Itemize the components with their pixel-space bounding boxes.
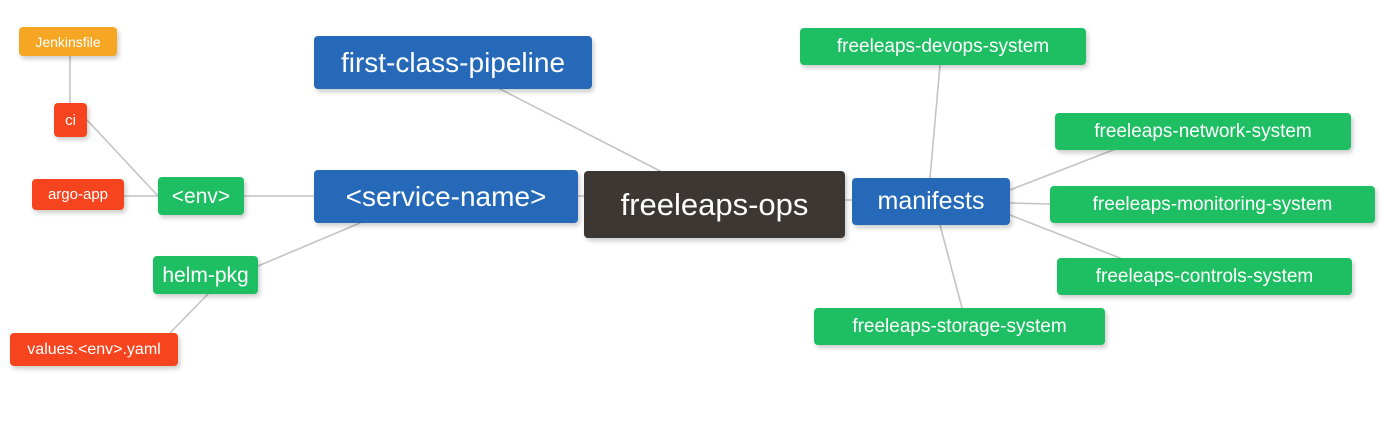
mindmap-node-label: freeleaps-devops-system [836,36,1050,57]
mindmap-node-freeleaps-ops[interactable]: freeleaps-ops [584,171,845,238]
mindmap-node-argo-app[interactable]: argo-app [32,179,124,210]
mindmap-node-label: helm-pkg [162,263,249,287]
mindmap-node-label: freeleaps-monitoring-system [1092,194,1333,215]
mindmap-node-freeleaps-controls-system[interactable]: freeleaps-controls-system [1057,258,1352,295]
mindmap-node-label: freeleaps-storage-system [852,316,1067,337]
mindmap-node-label: Jenkinsfile [35,33,101,50]
mindmap-node-label: <service-name> [345,180,547,212]
mindmap-node-label: first-class-pipeline [340,46,566,78]
mindmap-node-freeleaps-network-system[interactable]: freeleaps-network-system [1055,113,1351,150]
mindmap-node-label: argo-app [47,186,109,203]
mindmap-node-freeleaps-devops-system[interactable]: freeleaps-devops-system [800,28,1086,65]
mindmap-node-first-class-pipeline[interactable]: first-class-pipeline [314,36,592,89]
mindmap-node-label: ci [65,111,76,129]
mindmap-node-helm-pkg[interactable]: helm-pkg [153,256,258,294]
mindmap-node-ci[interactable]: ci [54,103,87,137]
mindmap-node-jenkinsfile[interactable]: Jenkinsfile [19,27,117,56]
mindmap-node-label: freeleaps-ops [620,187,809,222]
mindmap-node-freeleaps-monitoring-system[interactable]: freeleaps-monitoring-system [1050,186,1375,223]
mindmap-node-label: manifests [877,187,985,215]
mindmap-node-label: freeleaps-network-system [1094,121,1312,142]
mindmap-node-label: freeleaps-controls-system [1095,266,1314,287]
mindmap-node-service-name[interactable]: <service-name> [314,170,578,223]
mindmap-node-label: <env> [171,184,231,208]
mindmap-node-label: values.<env>.yaml [27,340,161,358]
mindmap-node-values-env-yaml[interactable]: values.<env>.yaml [10,333,178,366]
mindmap-node-manifests[interactable]: manifests [852,178,1010,225]
mindmap-node-env[interactable]: <env> [158,177,244,215]
mindmap-node-freeleaps-storage-system[interactable]: freeleaps-storage-system [814,308,1105,345]
